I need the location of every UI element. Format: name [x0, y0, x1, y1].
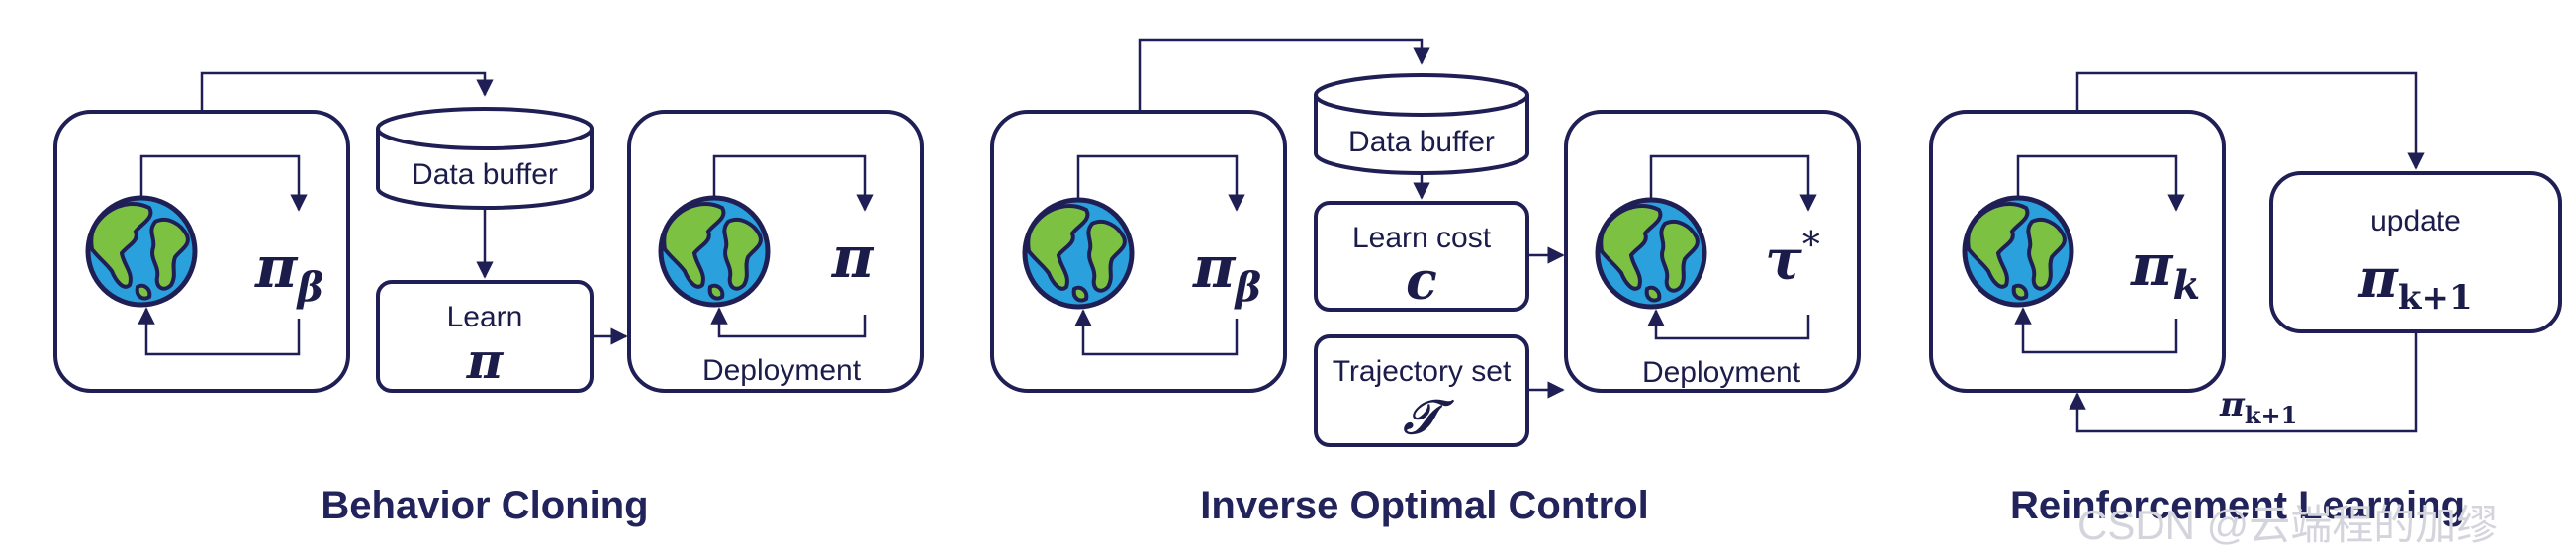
earth-globe-icon	[1025, 200, 1132, 307]
ioc-deployment-box	[1564, 110, 1861, 393]
bc-learn-symbol: π	[466, 331, 505, 390]
ioc-cost-symbol: c	[1406, 251, 1437, 312]
svg-text:πβ: πβ	[1192, 233, 1261, 311]
earth-globe-icon	[661, 198, 768, 305]
svg-text:πk: πk	[2130, 232, 2200, 309]
ioc-deploy-loop-bottom-arrow	[1647, 309, 1810, 340]
ioc-policy-symbol: π	[1192, 233, 1237, 301]
rl-env-to-update-arrow	[2075, 71, 2425, 170]
ioc-deploy-superscript: *	[1802, 226, 1820, 266]
ioc-loop-top-arrow	[1076, 154, 1245, 212]
bc-env-to-buffer-arrow	[200, 71, 494, 112]
rl-loop-top-arrow	[2016, 154, 2185, 212]
bc-title: Behavior Cloning	[321, 484, 648, 527]
rl-feedback-subscript: k+1	[2245, 401, 2297, 429]
watermark: CSDN @云端程的加缪	[2077, 502, 2498, 548]
bc-deploy-label: Deployment	[702, 354, 862, 387]
bc-learn-label: Learn	[447, 301, 523, 333]
ioc-loop-bottom-arrow	[1074, 309, 1239, 356]
ioc-section: πβ Data buffer Learn cost c Trajectory s…	[990, 38, 1861, 527]
rl-section: πk update πk+1 πk+1 Reinforcement Learni…	[1929, 71, 2562, 527]
bc-deploy-loop-top-arrow	[712, 154, 874, 212]
rl-policy-subscript: k	[2172, 262, 2200, 309]
svg-text:πk+1: πk+1	[2219, 385, 2297, 429]
svg-text:τ*: τ*	[1765, 226, 1820, 293]
ioc-traj-symbol: 𝒯	[1403, 390, 1455, 445]
ioc-cost-label: Learn cost	[1352, 222, 1492, 254]
rl-update-feedback-arrow	[2069, 331, 2418, 433]
svg-text:πβ: πβ	[254, 233, 323, 311]
bc-loop-bottom-arrow	[138, 307, 301, 356]
ioc-buffer-label: Data buffer	[1348, 126, 1495, 158]
svg-text:πk+1: πk+1	[2357, 246, 2472, 318]
bc-deployment-box	[627, 110, 924, 393]
database-cylinder-icon	[1314, 73, 1529, 175]
rl-policy-symbol: π	[2130, 232, 2174, 299]
ioc-deploy-label: Deployment	[1642, 356, 1801, 389]
rl-update-label: update	[2370, 205, 2461, 237]
ioc-policy-subscript: β	[1233, 264, 1261, 311]
ioc-deploy-loop-top-arrow	[1649, 154, 1817, 212]
bc-loop-top-arrow	[139, 154, 308, 212]
bc-buffer-label: Data buffer	[412, 158, 558, 191]
bc-policy-subscript: β	[295, 264, 323, 311]
ioc-title: Inverse Optimal Control	[1200, 484, 1648, 527]
rl-loop-bottom-arrow	[2014, 307, 2178, 354]
bc-deploy-symbol: π	[831, 224, 875, 291]
rl-update-subscript: k+1	[2398, 278, 2473, 318]
earth-globe-icon	[88, 198, 195, 305]
bc-deploy-loop-bottom-arrow	[710, 307, 867, 338]
rl-title: Reinforcement Learning	[2010, 484, 2465, 527]
bc-section: πβ Data buffer Learn π π Deployment Beha…	[53, 71, 924, 527]
ioc-deploy-symbol: τ	[1765, 228, 1802, 293]
ioc-env-to-buffer-arrow	[1138, 38, 1430, 112]
rl-feedback-symbol: π	[2219, 385, 2246, 424]
ioc-traj-label: Trajectory set	[1333, 355, 1512, 388]
bc-policy-symbol: π	[254, 233, 299, 301]
earth-globe-icon	[1965, 198, 2071, 305]
earth-globe-icon	[1598, 200, 1704, 307]
rl-update-symbol: π	[2357, 246, 2399, 310]
